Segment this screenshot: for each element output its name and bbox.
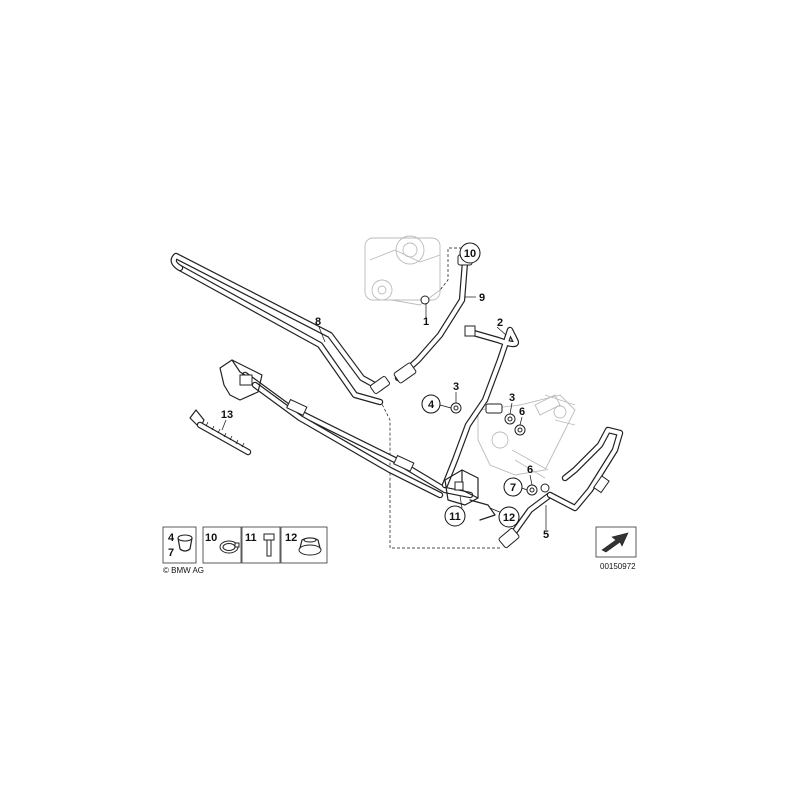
small-parts-legend: 4 7 10 11 12: [162, 526, 328, 564]
callout-5: 5: [543, 529, 549, 541]
copyright-text: © BMW AG: [163, 566, 204, 575]
svg-text:3: 3: [509, 392, 515, 404]
svg-text:6: 6: [527, 464, 533, 476]
callout-2: 2: [497, 317, 503, 329]
drawing-number: 00150972: [600, 562, 636, 571]
bracket-part-11-12: [444, 469, 496, 521]
callout-4: 4: [421, 394, 441, 414]
lower-line-assembly: [241, 371, 474, 499]
callout-12: 12: [498, 506, 520, 528]
callout-6b: 6: [527, 464, 533, 476]
legend-box1-top-label: 4: [168, 532, 175, 544]
bolt-icon: [263, 533, 275, 557]
ghost-pump-assembly: [364, 235, 441, 306]
right-line-loop: [546, 426, 624, 512]
svg-text:9: 9: [479, 292, 485, 304]
callout-11: 11: [444, 505, 466, 527]
callout-13: 13: [221, 409, 233, 421]
callout-3b: 3: [509, 392, 515, 404]
callout-9: 9: [479, 292, 485, 304]
svg-text:3: 3: [453, 381, 459, 393]
bracket-upper-left: [219, 359, 263, 401]
cable-tie-part-13: [189, 409, 252, 456]
return-line-part-8: [170, 252, 384, 406]
callout-6a: 6: [519, 406, 525, 418]
svg-text:2: 2: [497, 317, 503, 329]
svg-text:1: 1: [423, 316, 429, 328]
svg-text:12: 12: [503, 512, 515, 524]
legend-box4-label: 12: [285, 532, 297, 544]
pressure-line-part-2: [441, 325, 520, 489]
svg-text:6: 6: [519, 406, 525, 418]
hose-clamp-icon: [219, 540, 240, 554]
legend-box1-bottom-label: 7: [168, 547, 174, 559]
reference-lines: [379, 247, 500, 549]
svg-text:8: 8: [315, 316, 321, 328]
legend-box2-label: 10: [205, 532, 217, 544]
ghost-steering-rack: [477, 394, 576, 479]
svg-text:13: 13: [221, 409, 233, 421]
washer-icon: [177, 534, 193, 552]
svg-text:11: 11: [449, 511, 461, 523]
svg-text:5: 5: [543, 529, 549, 541]
svg-text:7: 7: [510, 482, 516, 494]
svg-text:10: 10: [464, 248, 476, 260]
callout-1: 1: [423, 316, 429, 328]
grommet-icon: [298, 537, 322, 556]
pressure-hose-part-9: [370, 254, 473, 394]
callout-8: 8: [315, 316, 321, 328]
callout-10: 10: [459, 242, 481, 264]
hose-part-5: [498, 491, 554, 549]
callout-3a: 3: [453, 381, 459, 393]
orientation-arrow-box: [595, 526, 637, 558]
legend-box3-label: 11: [245, 532, 257, 544]
callout-7: 7: [503, 477, 523, 497]
svg-text:4: 4: [428, 399, 435, 411]
